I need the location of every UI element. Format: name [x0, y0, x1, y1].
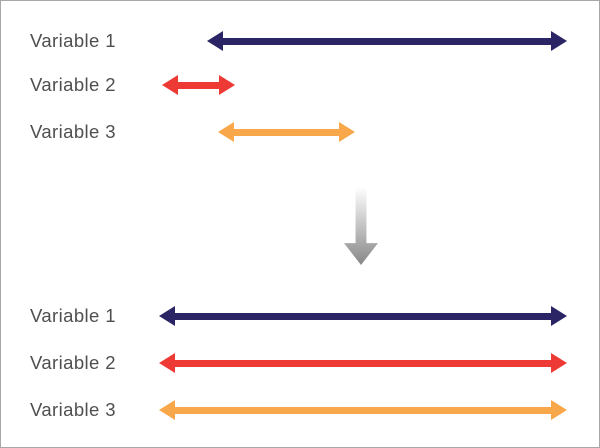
transform-down-arrow-icon: [344, 187, 378, 265]
arrow-shaft: [222, 37, 552, 45]
arrow-right-head-icon: [551, 353, 567, 373]
range-double-arrow: [159, 306, 567, 326]
variable-label: Variable 3: [30, 399, 116, 420]
arrow-right-head-icon: [551, 400, 567, 420]
arrow-shaft: [177, 81, 220, 89]
arrow-left-head-icon: [159, 306, 175, 326]
variable-row: Variable 3: [1, 390, 599, 430]
arrow-shaft: [174, 312, 552, 320]
arrow-right-head-icon: [551, 306, 567, 326]
variable-row: Variable 1: [1, 296, 599, 336]
range-double-arrow: [218, 122, 355, 142]
arrow-left-head-icon: [162, 75, 178, 95]
arrow-left-head-icon: [159, 400, 175, 420]
arrow-shaft: [174, 359, 552, 367]
variable-row: Variable 1: [1, 21, 599, 61]
variable-label: Variable 2: [30, 74, 116, 95]
variable-label: Variable 2: [30, 352, 116, 373]
arrow-shaft: [174, 406, 552, 414]
arrow-left-head-icon: [207, 31, 223, 51]
arrow-shaft: [233, 128, 340, 136]
variable-row: Variable 3: [1, 112, 599, 152]
range-double-arrow: [207, 31, 567, 51]
arrow-left-head-icon: [218, 122, 234, 142]
variable-label: Variable 3: [30, 121, 116, 142]
variable-row: Variable 2: [1, 65, 599, 105]
arrow-left-head-icon: [159, 353, 175, 373]
arrow-right-head-icon: [551, 31, 567, 51]
arrow-right-head-icon: [219, 75, 235, 95]
range-double-arrow: [159, 353, 567, 373]
range-double-arrow: [162, 75, 235, 95]
variable-row: Variable 2: [1, 343, 599, 383]
range-double-arrow: [159, 400, 567, 420]
variable-label: Variable 1: [30, 305, 116, 326]
arrow-right-head-icon: [339, 122, 355, 142]
variable-label: Variable 1: [30, 30, 116, 51]
